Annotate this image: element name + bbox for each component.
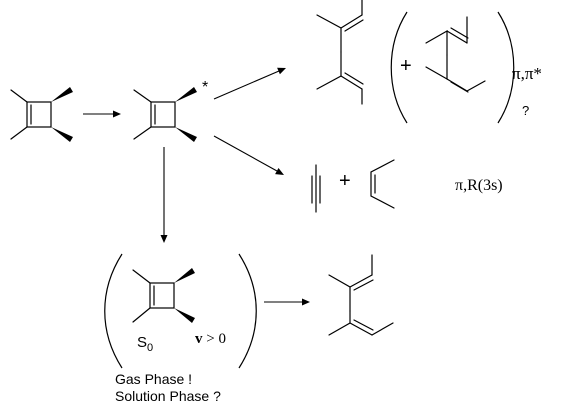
reactant-cyclobutene — [10, 87, 73, 142]
arrow-to-dienes-head — [277, 67, 286, 75]
label-pi-r3s: π,R(3s) — [455, 177, 503, 194]
left-paren-bottom — [104, 253, 123, 369]
note-gas-phase: Gas Phase ! — [115, 371, 192, 387]
left-paren-top — [390, 11, 408, 124]
diene-product-isomer — [425, 16, 486, 93]
question-mark-top: ? — [522, 103, 529, 118]
arrow-to-dienes — [213, 70, 280, 100]
right-paren-top — [497, 11, 515, 124]
arrow-to-hot-ground-state-head — [160, 235, 168, 243]
note-solution-phase: Solution Phase ? — [115, 388, 221, 404]
label-v-greater-zero: v > 0 — [195, 331, 226, 347]
arrow-thermal-opening-head — [302, 298, 310, 306]
arrow-to-fragmentation-head — [275, 168, 284, 175]
hot-ground-state-cyclobutene — [132, 268, 195, 323]
diene-product-top — [316, 0, 364, 105]
butene-product — [370, 159, 395, 209]
label-pi-pi-star: π,π* — [512, 64, 542, 83]
excited-state-marker: * — [202, 79, 208, 96]
arrow-excitation-head — [113, 110, 121, 118]
diene-product-bottom — [328, 254, 394, 336]
arrow-to-fragmentation — [213, 135, 278, 172]
plus-sign-fragment: + — [339, 170, 351, 192]
excited-cyclobutene — [133, 87, 197, 142]
plus-sign-top: + — [400, 55, 412, 77]
alkyne-product — [311, 164, 321, 213]
label-s0: S0 — [137, 334, 153, 354]
right-paren-bottom — [238, 253, 257, 369]
